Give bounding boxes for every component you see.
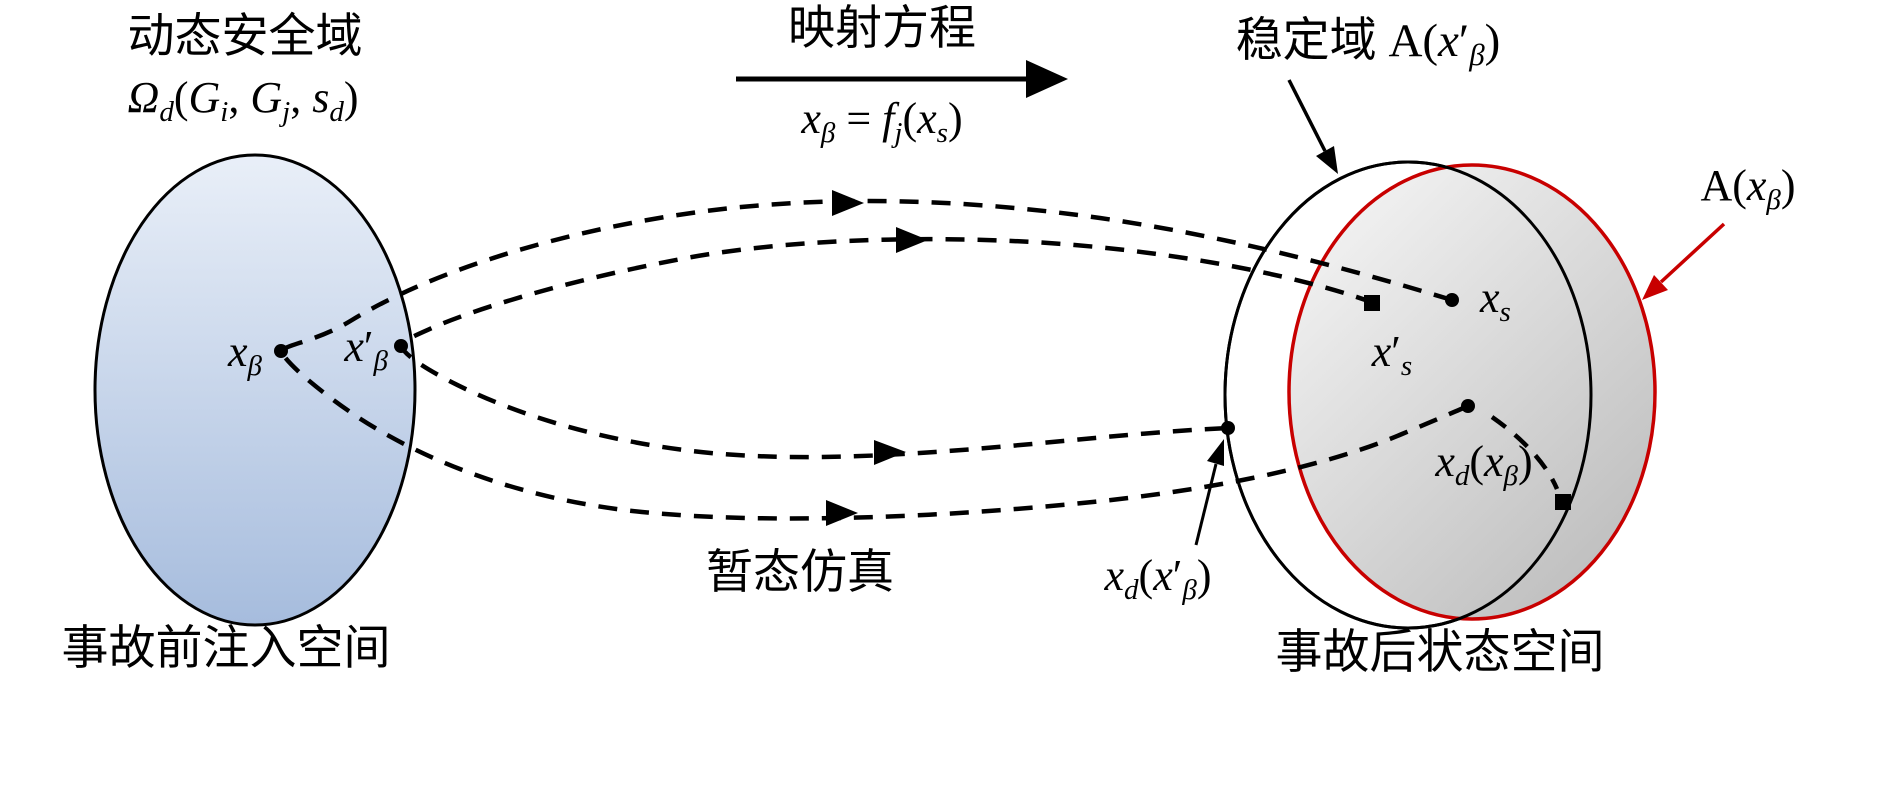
label-transient-simulation: 暂态仿真: [706, 547, 894, 599]
trajectory-arrowhead-icon: [874, 440, 906, 465]
point-x-beta: [274, 344, 288, 358]
label-x-d-x-beta-prime: xd(x′β): [1104, 551, 1212, 606]
stability-domain-prime-ellipse-outline: [1223, 160, 1593, 630]
xd-prime-arrow-line: [1194, 463, 1218, 546]
point-x-beta-prime: [394, 339, 408, 353]
label-x-beta-prime: x′β: [343, 322, 388, 377]
label-omega-equation: Ωd(Gi, Gj, sd): [127, 73, 358, 128]
trajectory-arrowhead-icon: [832, 190, 864, 216]
label-x-beta: xβ: [227, 327, 263, 382]
mapping-arrowhead-icon: [1026, 60, 1068, 98]
label-x-s: xs: [1479, 273, 1511, 328]
label-x-d-x-beta: xd(xβ): [1434, 437, 1532, 492]
label-a-x-beta: A(xβ): [1700, 161, 1795, 216]
stability-label-arrow-line: [1287, 79, 1327, 152]
security-domain-ellipse: [93, 153, 417, 627]
point-x-d-x-beta: [1461, 399, 1475, 413]
trajectory-connector: [1490, 415, 1560, 490]
point-boundary-square: [1555, 494, 1571, 510]
a-x-beta-arrowhead-icon: [1642, 275, 1668, 300]
label-post-fault-space: 事故后状态空间: [1276, 627, 1605, 679]
point-x-s-prime: [1364, 295, 1380, 311]
xd-prime-arrowhead-icon: [1207, 439, 1224, 466]
label-mapping-formula: xβ = fj(xs): [800, 94, 962, 149]
label-dynamic-security-domain: 动态安全域: [128, 11, 363, 63]
trajectory-arrowhead-icon: [826, 500, 858, 526]
stability-domain-red-ellipse: [1287, 163, 1657, 621]
trajectory-x-beta: [278, 198, 1467, 521]
label-mapping-equation: 映射方程: [788, 3, 976, 55]
a-x-beta-arrow-line: [1659, 222, 1726, 284]
point-x-s: [1445, 293, 1459, 307]
stability-label-arrowhead-icon: [1316, 146, 1338, 174]
label-pre-fault-space: 事故前注入空间: [62, 623, 391, 675]
trajectory-arrowhead-icon: [896, 227, 928, 253]
label-stability-domain: 稳定域 A(x′β): [1236, 15, 1501, 72]
point-x-d-x-beta-prime: [1221, 421, 1235, 435]
label-x-s-prime: x′s: [1371, 327, 1412, 382]
